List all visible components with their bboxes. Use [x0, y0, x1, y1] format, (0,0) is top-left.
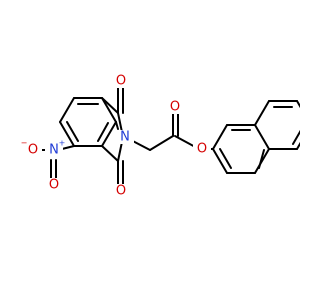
atom-n-ring: N — [120, 130, 130, 145]
n-nitro-bg — [45, 143, 63, 157]
o-ether-bg — [193, 142, 211, 156]
molecule-structure: O O O O N N O O + − — [21, 74, 300, 199]
atom-n-nitro: N — [49, 143, 59, 158]
nitro-plus-charge: + — [59, 139, 66, 148]
n-ring-bg — [116, 130, 134, 144]
naphthalene — [212, 100, 300, 174]
bottom-carbonyl — [117, 160, 124, 188]
nitro-minus-charge: − — [21, 139, 28, 148]
o-nitro-left-bg — [24, 143, 42, 157]
atom-o-ether: O — [197, 142, 207, 157]
atom-o-nitro-bottom: O — [49, 178, 59, 193]
atom-o-ester-carbonyl: O — [170, 100, 180, 115]
molecule-canvas: O O O O N N O O + − — [20, 73, 300, 199]
o-ester-bg — [166, 100, 184, 114]
atom-o-bottom: O — [116, 184, 126, 199]
atom-o-top: O — [116, 74, 126, 89]
o-bottom-bg — [112, 184, 130, 198]
top-carbonyl — [117, 85, 124, 114]
o-top-bg — [112, 74, 130, 88]
benzo-ring — [59, 97, 117, 147]
atom-o-nitro-left: O — [28, 143, 38, 158]
o-nitro-bottom-bg — [45, 178, 63, 192]
